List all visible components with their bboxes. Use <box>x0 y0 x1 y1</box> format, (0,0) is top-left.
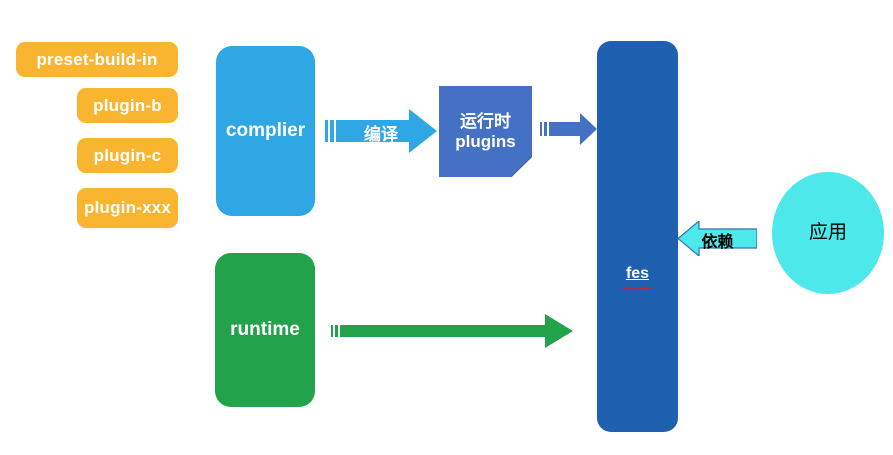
plugin-chip-plugin-c[interactable]: plugin-c <box>77 138 178 173</box>
arrow-runtime-to-fes-icon <box>331 314 573 348</box>
node-app[interactable]: 应用 <box>772 172 884 294</box>
plugin-chip-label: plugin-c <box>93 145 162 165</box>
arrow-depend[interactable]: 依赖 <box>678 221 757 256</box>
arrow-depend-icon <box>678 221 757 256</box>
plugin-chip-plugin-xxx[interactable]: plugin-xxx <box>77 188 178 228</box>
spellcheck-squiggle-icon <box>622 287 653 290</box>
node-runtime-label: runtime <box>230 319 300 341</box>
node-runtime-plugins-line2: plugins <box>455 131 516 151</box>
node-runtime-plugins[interactable]: 运行时 plugins <box>439 86 532 177</box>
arrow-runtime-to-fes[interactable] <box>331 314 573 348</box>
node-fes[interactable]: fes <box>597 41 678 432</box>
folded-corner-icon <box>511 156 532 177</box>
plugin-chip-preset-build-in[interactable]: preset-build-in <box>16 42 178 77</box>
node-runtime-plugins-line1: 运行时 <box>459 111 511 131</box>
plugin-chip-label: preset-build-in <box>36 49 158 69</box>
plugin-chip-label: plugin-b <box>93 95 162 115</box>
arrow-plugins-to-fes-icon <box>540 113 597 145</box>
node-runtime[interactable]: runtime <box>215 253 315 407</box>
node-complier-label: complier <box>225 120 306 142</box>
arrow-plugins-to-fes[interactable] <box>540 113 597 145</box>
node-complier[interactable]: complier <box>216 46 315 216</box>
plugin-chip-plugin-b[interactable]: plugin-b <box>77 88 178 123</box>
node-fes-label: fes <box>625 265 650 282</box>
node-app-label: 应用 <box>808 222 847 244</box>
arrow-compile[interactable]: 编译 <box>325 109 437 153</box>
plugin-chip-label: plugin-xxx <box>83 198 171 218</box>
arrow-compile-icon <box>325 109 437 153</box>
